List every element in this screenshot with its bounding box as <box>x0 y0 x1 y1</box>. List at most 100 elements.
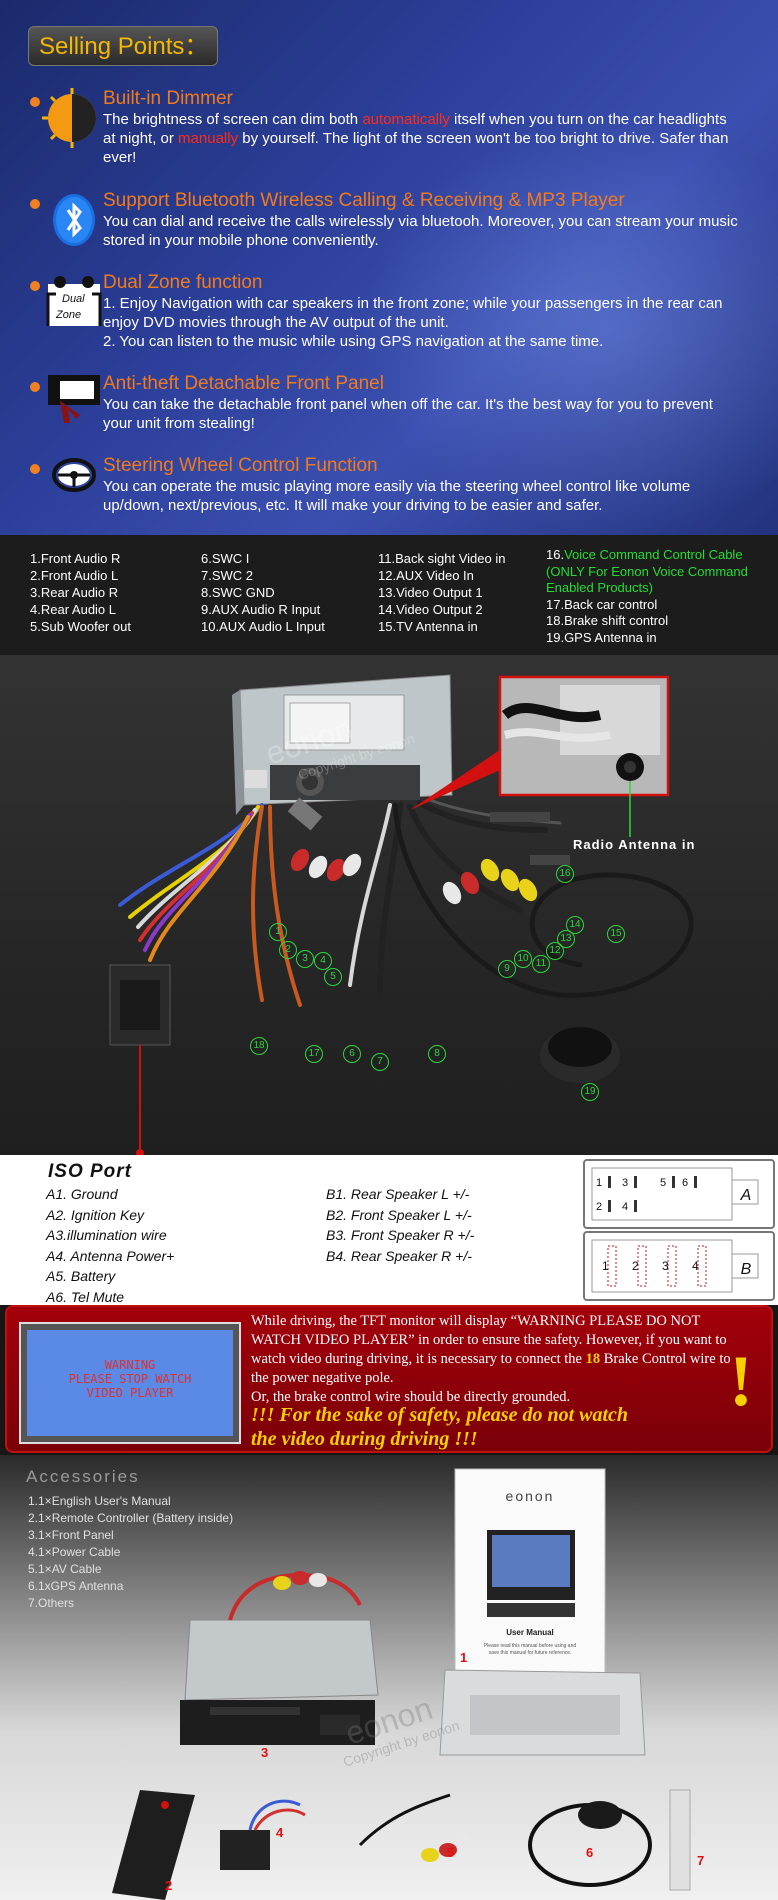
port-label: 11.Back sight Video in <box>378 551 506 566</box>
bullet-icon <box>30 382 40 392</box>
port-label-note: Enabled Products) <box>546 580 653 595</box>
radio-antenna-label: Radio Antenna in <box>573 837 696 852</box>
port-label: 17.Back car control <box>546 596 658 612</box>
iso-b-pins: B1. Rear Speaker L +/- B2. Front Speaker… <box>326 1184 474 1266</box>
feature-text: You can dial and receive the calls wirel… <box>103 213 738 249</box>
warning-safety-notice: !!! For the sake of safety, please do no… <box>251 1404 629 1450</box>
dual-zone-icon: Dual Zone <box>42 272 102 328</box>
feature-title: Built-in Dimmer <box>103 88 233 109</box>
port-number-marker: 16 <box>556 865 574 883</box>
bullet-icon <box>30 281 40 291</box>
svg-text:6: 6 <box>682 1177 688 1189</box>
port-label: 7.SWC 2 <box>201 568 254 583</box>
selling-points-section: Selling Points： Built-in Dimmer The brig… <box>0 0 778 535</box>
port-number-marker: 2 <box>279 941 297 959</box>
svg-text:3: 3 <box>622 1177 628 1189</box>
port-number-marker: 17 <box>305 1045 323 1063</box>
port-label: 2.Front Audio L <box>30 568 119 583</box>
svg-text:4: 4 <box>692 1259 699 1273</box>
port-number-marker: 12 <box>546 942 564 960</box>
port-number-marker: 6 <box>343 1045 361 1063</box>
feature-title: Steering Wheel Control Function <box>103 455 378 476</box>
svg-text:eonon: eonon <box>506 1488 555 1504</box>
feature-text: The brightness of screen can dim both au… <box>103 111 729 166</box>
accessory-item: 6.1xGPS Antenna <box>28 1579 124 1593</box>
port-label: 13.Video Output 1 <box>378 585 483 600</box>
iso-pin-label: A2. Ignition Key <box>46 1206 145 1223</box>
port-label: 19.GPS Antenna in <box>546 629 657 645</box>
svg-text:2: 2 <box>632 1259 639 1273</box>
port-number-marker: 19 <box>581 1083 599 1101</box>
port-label: 5.Sub Woofer out <box>30 619 131 634</box>
port-number-marker: 11 <box>532 955 550 973</box>
port-label: 18.Brake shift control <box>546 613 669 628</box>
port-number-marker: 5 <box>324 968 342 986</box>
svg-text:A: A <box>740 1187 752 1204</box>
ports-column-1: 1.Front Audio R 2.Front Audio L 3.Rear A… <box>30 550 131 635</box>
svg-text:5: 5 <box>660 1177 666 1189</box>
exclamation-icon: ! <box>729 1341 753 1421</box>
iso-port-title: ISO Port <box>48 1161 133 1182</box>
warning-section: WARNING PLEASE STOP WATCH VIDEO PLAYER W… <box>0 1305 778 1455</box>
port-label: 15.TV Antenna in <box>378 619 478 634</box>
port-label: 10.AUX Audio L Input <box>201 619 325 634</box>
accessories-section: Accessories 1.1×English User's Manual 2.… <box>0 1455 778 1900</box>
svg-text:3: 3 <box>662 1259 669 1273</box>
tv-screen-illustration: WARNING PLEASE STOP WATCH VIDEO PLAYER <box>19 1322 241 1444</box>
iso-pin-label: A1. Ground <box>46 1186 118 1202</box>
port-number-marker: 14 <box>566 916 584 934</box>
accessory-item: 7.Others <box>28 1596 75 1610</box>
port-number-marker: 9 <box>498 960 516 978</box>
svg-text:2: 2 <box>596 1201 602 1213</box>
iso-pin-label: A3.illumination wire <box>46 1227 167 1243</box>
ports-column-3: 11.Back sight Video in 12.AUX Video In 1… <box>378 550 505 635</box>
port-label: 14.Video Output 2 <box>378 602 483 617</box>
accessories-list: 1.1×English User's Manual 2.1×Remote Con… <box>28 1493 233 1612</box>
port-label: 1.Front Audio R <box>30 551 121 566</box>
bullet-icon <box>30 97 40 107</box>
port-number-marker: 18 <box>250 1037 268 1055</box>
accessory-number: 6 <box>586 1845 594 1860</box>
port-label-note: (ONLY For Eonon Voice Command <box>546 563 748 579</box>
iso-pin-label: B1. Rear Speaker L +/- <box>326 1186 470 1202</box>
iso-pin-label: B2. Front Speaker L +/- <box>326 1206 472 1223</box>
accessory-number: 4 <box>276 1825 284 1840</box>
wiring-illustration: eonon Copyright by eonon <box>109 674 694 1155</box>
warning-text: While driving, the TFT monitor will disp… <box>251 1313 731 1405</box>
port-number-marker: 10 <box>514 950 532 968</box>
warning-box: WARNING PLEASE STOP WATCH VIDEO PLAYER W… <box>5 1305 773 1453</box>
iso-connector-diagram: A 1 3 5 6 2 4 B 1 2 3 4 <box>583 1159 775 1301</box>
accessory-number: 1 <box>460 1650 468 1665</box>
feature-text: You can operate the music playing more e… <box>103 478 691 514</box>
svg-text:save this manual for future re: save this manual for future reference. <box>489 1650 572 1656</box>
bluetooth-icon <box>42 190 102 246</box>
port-label: 9.AUX Audio R Input <box>201 602 321 617</box>
wiring-photo: eonon Copyright by eonon Radio Antenna i… <box>0 655 778 1155</box>
port-number-marker: 4 <box>314 952 332 970</box>
port-label: 12.AUX Video In <box>378 568 474 583</box>
port-label: 6.SWC I <box>201 551 250 566</box>
steering-wheel-icon <box>42 455 102 511</box>
svg-text:User Manual: User Manual <box>506 1628 554 1637</box>
feature-title: Support Bluetooth Wireless Calling & Rec… <box>103 190 625 211</box>
iso-pin-label: A5. Battery <box>46 1268 116 1284</box>
feature-title: Anti-theft Detachable Front Panel <box>103 373 384 394</box>
accessory-item: 1.1×English User's Manual <box>28 1494 171 1508</box>
svg-text:1: 1 <box>602 1259 609 1273</box>
port-number-marker: 8 <box>428 1045 446 1063</box>
svg-text:B: B <box>741 1261 752 1278</box>
accessory-number: 2 <box>165 1878 173 1893</box>
accessories-title: Accessories <box>26 1467 140 1486</box>
svg-text:1: 1 <box>596 1177 602 1189</box>
iso-pin-label: B3. Front Speaker R +/- <box>326 1227 475 1243</box>
bullet-icon <box>30 464 40 474</box>
selling-points-title: Selling Points： <box>28 26 218 66</box>
svg-text:Please read this manual before: Please read this manual before using and <box>484 1643 577 1649</box>
port-number-marker: 1 <box>269 923 287 941</box>
port-label: 8.SWC GND <box>201 585 275 600</box>
detachable-panel-icon <box>42 373 102 429</box>
iso-pin-label: A4. Antenna Power+ <box>46 1247 175 1264</box>
accessory-item: 3.1×Front Panel <box>28 1528 114 1542</box>
feature-text: You can take the detachable front panel … <box>103 396 713 432</box>
moon-dimmer-icon <box>42 88 102 148</box>
